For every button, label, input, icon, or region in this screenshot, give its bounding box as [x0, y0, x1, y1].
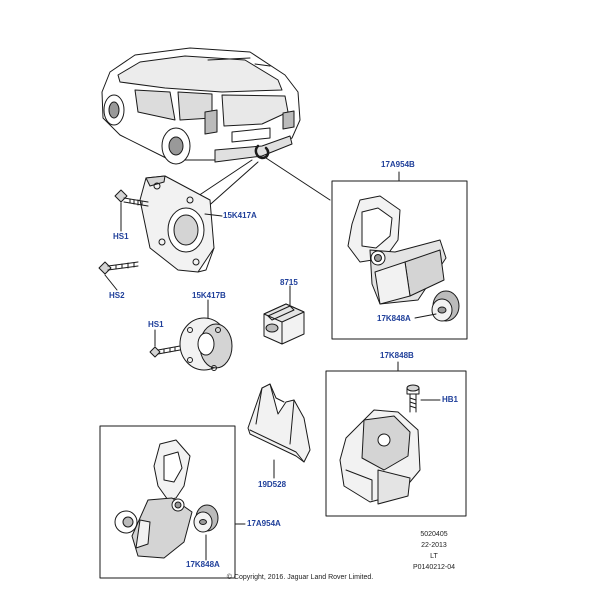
ref-number: 5020405 — [420, 531, 448, 538]
bolt-hb1 — [406, 384, 420, 413]
plate-code: P0140212-04 — [412, 564, 456, 571]
tow-bar-17a954a — [114, 439, 193, 559]
leader-line — [203, 161, 259, 211]
leader-line — [104, 274, 118, 291]
leader-line — [414, 313, 437, 319]
copyright-notice: © Copyright, 2016. Jaguar Land Rover Lim… — [226, 574, 374, 581]
bracket-plate-15k417a — [139, 175, 215, 273]
label-19d528[interactable]: 19D528 — [258, 480, 287, 489]
label-17k848a-lower[interactable]: 17K848A — [186, 560, 220, 569]
label-17a954b[interactable]: 17A954B — [381, 160, 415, 169]
tow-bar-17a954b — [347, 195, 447, 305]
label-15k417a[interactable]: 15K417A — [223, 211, 257, 220]
label-hs2[interactable]: HS2 — [109, 291, 125, 300]
label-17a954a[interactable]: 17A954A — [247, 519, 281, 528]
pin-lock-17k848a-lower — [193, 504, 219, 533]
label-17k848b[interactable]: 17K848B — [380, 351, 414, 360]
label-8715[interactable]: 8715 — [280, 278, 298, 287]
label-15k417b[interactable]: 15K417B — [192, 291, 226, 300]
leader-line — [191, 159, 253, 201]
vehicle-rear-illustration — [101, 47, 301, 165]
hitch-assembly-17k848b — [339, 409, 421, 505]
pin-lock-17k848a-upper — [431, 290, 460, 322]
electrical-socket-8715 — [263, 303, 305, 345]
leader-line — [265, 157, 331, 201]
leader-line — [204, 213, 223, 217]
bolt-hs2 — [98, 261, 139, 275]
box-hitch-17k848b — [325, 370, 467, 517]
lt-code: LT — [430, 553, 438, 560]
label-hs1-top[interactable]: HS1 — [113, 232, 129, 241]
cover-19d528 — [247, 383, 311, 463]
label-hs1-mid[interactable]: HS1 — [148, 320, 164, 329]
date-code: 22-2013 — [421, 542, 447, 549]
label-17k848a-upper[interactable]: 17K848A — [377, 314, 411, 323]
label-hb1[interactable]: HB1 — [442, 395, 459, 404]
bolt-hs1-top — [114, 189, 149, 207]
box-tow-bar-17a954a — [99, 425, 236, 579]
spacer-15k417b — [179, 317, 233, 371]
bolt-hs1-mid — [149, 345, 181, 358]
